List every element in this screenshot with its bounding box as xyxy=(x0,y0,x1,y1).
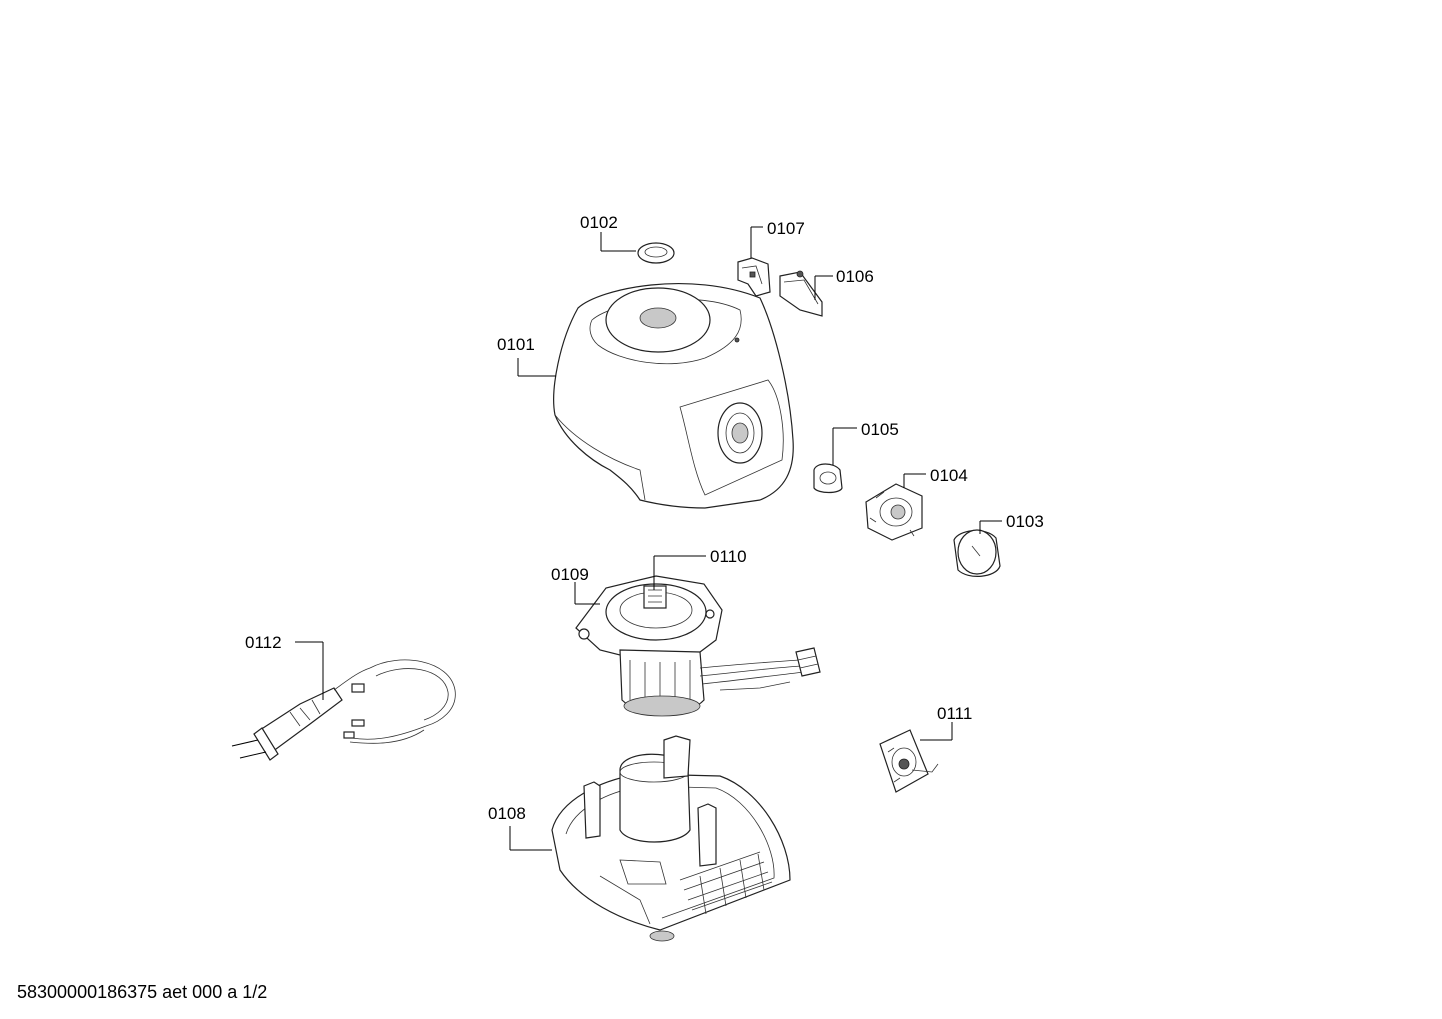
part-0101-housing[interactable] xyxy=(553,283,794,509)
label-0104: 0104 xyxy=(930,466,968,485)
part-0104-switch[interactable] xyxy=(865,483,923,541)
label-0109: 0109 xyxy=(551,565,589,584)
label-0107: 0107 xyxy=(767,219,805,238)
label-0111: 0111 xyxy=(937,704,972,723)
part-0107-clip[interactable] xyxy=(737,257,771,297)
part-0108-base[interactable] xyxy=(551,735,791,942)
part-0103-knob[interactable] xyxy=(953,529,1001,577)
part-0112-power-cord[interactable] xyxy=(231,659,456,761)
part-0105-connector[interactable] xyxy=(813,463,843,494)
label-0106: 0106 xyxy=(836,267,874,286)
label-0102: 0102 xyxy=(580,213,618,232)
part-0106-lever[interactable] xyxy=(779,270,823,317)
part-0102-ring[interactable] xyxy=(637,242,675,264)
part-0109-motor[interactable] xyxy=(575,575,723,717)
document-id: 58300000186375 aet 000 a 1/2 xyxy=(17,982,267,1002)
part-0111-switch-board[interactable] xyxy=(879,729,939,793)
label-0105: 0105 xyxy=(861,420,899,439)
label-0108: 0108 xyxy=(488,804,526,823)
label-0110: 0110 xyxy=(710,547,747,566)
part-0110-wiring[interactable] xyxy=(699,647,821,691)
label-0112: 0112 xyxy=(245,633,282,652)
label-0103: 0103 xyxy=(1006,512,1044,531)
label-0101: 0101 xyxy=(497,335,535,354)
